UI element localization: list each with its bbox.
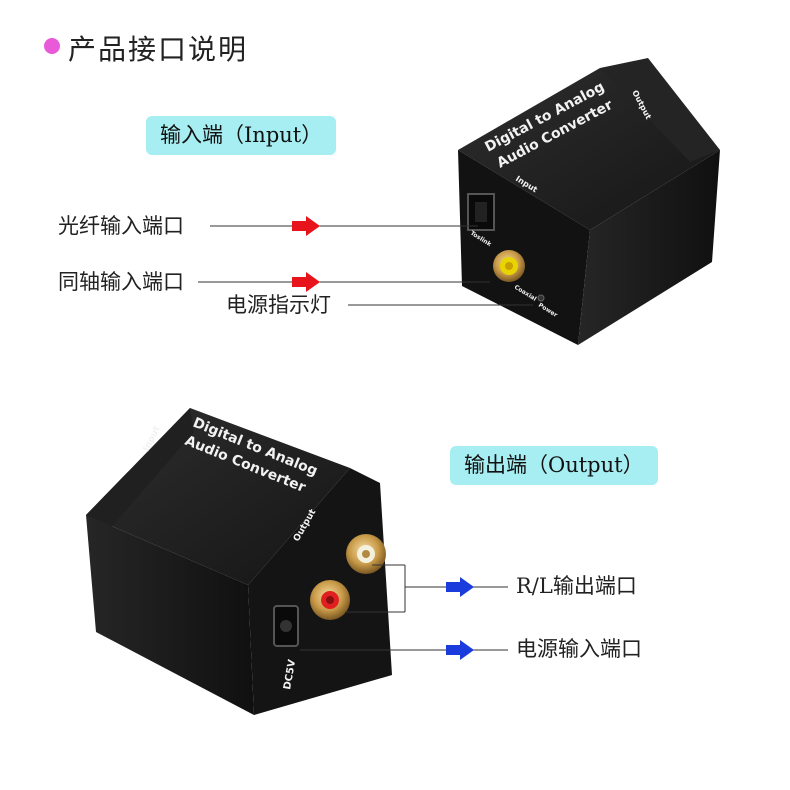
- page-title: 产品接口说明: [68, 33, 249, 66]
- toslink-port-icon: [467, 193, 495, 231]
- dc-power-label: DC5V: [282, 658, 298, 690]
- power-led-icon: [537, 294, 545, 302]
- power-input-label: 电源输入端口: [516, 637, 642, 661]
- title-bullet-icon: [44, 38, 60, 54]
- coaxial-input-label: 同轴输入端口: [58, 270, 184, 294]
- red-arrow-icon: [292, 216, 320, 236]
- toslink-input-label: 光纤输入端口: [58, 214, 184, 238]
- red-arrow-icon: [292, 272, 320, 292]
- rl-output-label: R/L输出端口: [516, 574, 637, 598]
- power-indicator-label: 电源指示灯: [226, 293, 331, 317]
- blue-arrow-icon: [446, 640, 474, 660]
- bottom-converter-device: Digital to Analog Audio Converter Input …: [86, 408, 392, 715]
- input-section-tag: 输入端（Input）: [146, 116, 337, 156]
- output-section-tag: 输出端（Output）: [450, 446, 658, 486]
- top-converter-device: Digital to Analog Audio Converter Output…: [458, 58, 720, 345]
- blue-arrow-icon: [446, 577, 474, 597]
